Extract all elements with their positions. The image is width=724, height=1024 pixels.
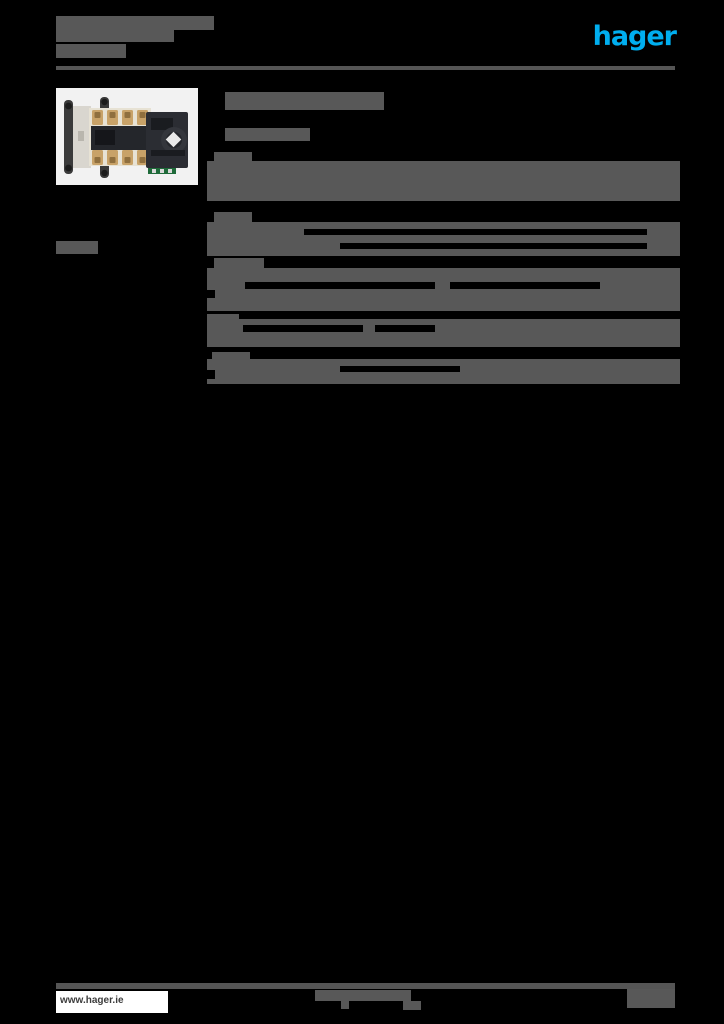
hager-logo: hager — [592, 21, 677, 52]
section-subtitle — [225, 128, 310, 141]
spec-group-4-row-band — [207, 319, 680, 347]
footer-center-mark-2 — [403, 1001, 421, 1010]
spec-group-4-gap-2 — [375, 325, 435, 332]
spec-group-3-gap-3 — [450, 282, 600, 289]
spec-group-2-label — [214, 212, 252, 222]
spec-group-3-gap-2 — [245, 282, 435, 289]
spec-group-5-label — [212, 352, 250, 362]
spec-group-1-row-band — [207, 161, 680, 201]
spec-group-4-label — [207, 314, 239, 323]
document-title-line-3 — [56, 44, 126, 58]
product-image-caption — [56, 241, 98, 254]
footer-center-text — [315, 990, 411, 1001]
spec-group-2-gap-1 — [304, 229, 647, 235]
footer-center-mark-1 — [341, 1001, 349, 1009]
website-url-text: www.hager.ie — [60, 995, 124, 1006]
spec-group-3-label — [214, 258, 264, 268]
spec-group-3-row-band — [207, 268, 680, 311]
spec-group-1-leader — [296, 186, 642, 194]
footer-divider — [56, 983, 675, 989]
website-url-box[interactable]: www.hager.ie — [56, 991, 168, 1013]
header-divider — [56, 66, 675, 70]
footer-page-number — [627, 989, 675, 1008]
section-title — [225, 92, 384, 110]
spec-group-2-bullet-2 — [207, 234, 215, 242]
spec-group-4-gap-1 — [243, 325, 363, 332]
spec-group-2-bullet-1 — [207, 223, 215, 231]
spec-group-2-bullet-3 — [207, 245, 215, 253]
spec-group-2-gap-2 — [340, 243, 647, 249]
spec-group-5-gap-2 — [340, 366, 460, 372]
spec-group-2-row-band — [207, 222, 680, 256]
spec-group-1-label — [214, 152, 252, 161]
spec-group-3-gap-1 — [207, 290, 215, 298]
document-title-line-2 — [56, 30, 174, 42]
spec-group-5-gap-1 — [207, 370, 215, 379]
document-title-line-1 — [56, 16, 214, 30]
product-image — [56, 88, 198, 185]
